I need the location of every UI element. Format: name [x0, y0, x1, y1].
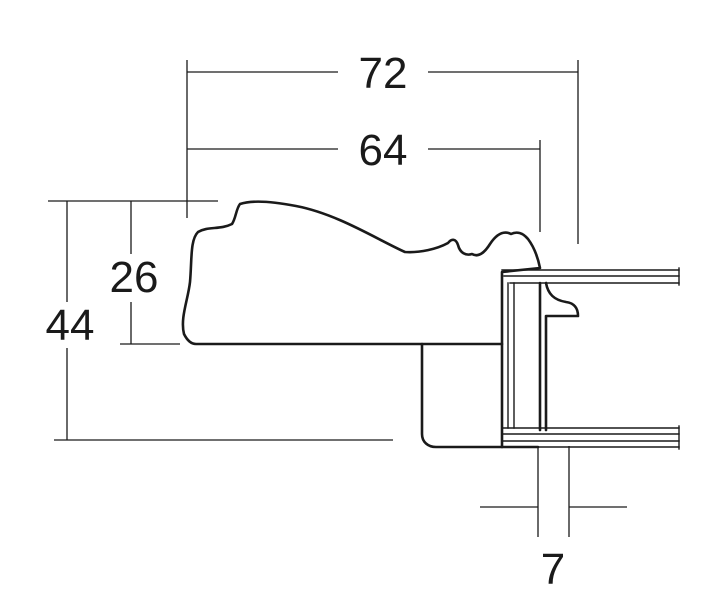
dim-64-label: 64: [359, 126, 408, 175]
glazing-top: [501, 267, 680, 286]
dim-72-label: 72: [359, 49, 408, 98]
dimension-44: 44: [46, 201, 393, 441]
dim-26-label: 26: [110, 253, 159, 302]
rebate-lip: [538, 281, 580, 432]
dimension-7: 7: [480, 446, 627, 594]
dimension-26: 26: [48, 200, 218, 345]
dimension-72: 72: [186, 49, 579, 244]
moulding-back-leg: [420, 342, 540, 449]
moulding-profile-outline: [181, 200, 542, 346]
dimension-64: 64: [187, 126, 541, 232]
glazing-bottom: [501, 425, 680, 450]
dim-7-label: 7: [541, 545, 565, 594]
dim-44-label: 44: [46, 301, 95, 350]
